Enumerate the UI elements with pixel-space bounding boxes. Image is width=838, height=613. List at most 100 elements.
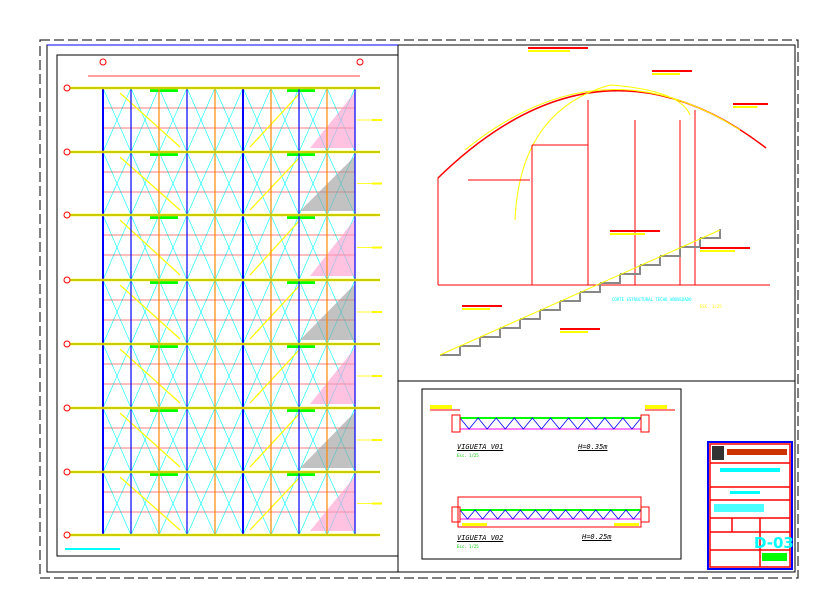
bracing bbox=[214, 279, 244, 345]
bracing bbox=[242, 343, 272, 409]
bracing bbox=[186, 279, 216, 345]
bracing bbox=[186, 151, 216, 216]
annotation-leader bbox=[700, 247, 750, 249]
outer-dashed-border bbox=[39, 39, 799, 579]
note-tag bbox=[372, 182, 382, 185]
vigueta-v02-height: H=0.25m bbox=[582, 533, 612, 541]
bracing bbox=[298, 214, 328, 281]
member-tag bbox=[287, 281, 315, 284]
bracing bbox=[130, 279, 160, 345]
roof-framing-plan bbox=[63, 58, 382, 550]
member-tag bbox=[287, 473, 315, 476]
grid-bubble bbox=[63, 148, 71, 156]
diagonal-member bbox=[119, 476, 181, 531]
member-tag bbox=[287, 409, 315, 412]
diagonal-member bbox=[119, 92, 181, 148]
stair-step bbox=[580, 283, 601, 293]
title-block bbox=[707, 441, 793, 570]
bracing bbox=[242, 214, 272, 281]
stair-slab bbox=[439, 229, 721, 356]
project-banner bbox=[727, 449, 787, 455]
diagonal-member bbox=[249, 219, 301, 276]
bracing bbox=[298, 343, 328, 409]
grid-bubble bbox=[99, 58, 107, 66]
bracing bbox=[214, 343, 244, 409]
bracing bbox=[298, 279, 328, 345]
grid-bubble bbox=[63, 531, 71, 539]
annotation-leader bbox=[652, 70, 692, 72]
wall-cap bbox=[430, 405, 452, 409]
bracing bbox=[186, 87, 216, 153]
member-tag bbox=[150, 473, 178, 476]
support bbox=[640, 506, 650, 523]
bracing bbox=[186, 343, 216, 409]
vault-arc-inner bbox=[464, 89, 741, 151]
bracing bbox=[298, 87, 328, 153]
date-field bbox=[762, 553, 787, 561]
bracing bbox=[158, 151, 188, 216]
note-tag bbox=[372, 246, 382, 249]
diagonal-member bbox=[119, 412, 181, 468]
vault-section bbox=[437, 47, 770, 356]
annotation-leader bbox=[462, 305, 502, 307]
bracing bbox=[242, 151, 272, 216]
bracing bbox=[158, 471, 188, 536]
member-tag bbox=[150, 153, 178, 156]
stair-step bbox=[500, 319, 521, 329]
bracing bbox=[242, 279, 272, 345]
bracing bbox=[186, 214, 216, 281]
vault-arc bbox=[437, 90, 767, 179]
member-tag bbox=[150, 281, 178, 284]
slab-outline bbox=[457, 496, 642, 528]
sheet-number: D-03 bbox=[754, 534, 794, 552]
vigueta-v01-label: VIGUETA V01 bbox=[457, 443, 504, 451]
annotation-leader bbox=[733, 103, 768, 105]
bracing bbox=[242, 471, 272, 536]
owner-info bbox=[714, 504, 764, 512]
hatched-area bbox=[310, 92, 355, 148]
title-block-inner bbox=[709, 443, 791, 568]
bracing bbox=[158, 407, 188, 473]
diagonal-member bbox=[119, 284, 181, 340]
stair-step bbox=[680, 238, 701, 248]
grid-bubble bbox=[63, 276, 71, 284]
annotation-text bbox=[462, 308, 490, 310]
diagonal-member bbox=[249, 476, 301, 531]
hatched-area bbox=[310, 219, 355, 276]
wall-cap bbox=[614, 523, 639, 526]
title-block-border bbox=[707, 441, 793, 570]
bracing bbox=[186, 471, 216, 536]
web-diagonals bbox=[459, 417, 642, 430]
annotation-text bbox=[528, 50, 570, 52]
vigueta-v02-scale: Esc. 1/25 bbox=[457, 544, 479, 549]
support bbox=[451, 506, 461, 523]
diagonal-member bbox=[119, 219, 181, 276]
annotation-text bbox=[560, 331, 588, 333]
annotation-text bbox=[610, 233, 645, 235]
annotation-leader bbox=[560, 328, 600, 330]
sheet-title bbox=[730, 491, 760, 494]
diagonal-member bbox=[119, 156, 181, 211]
annotation-leader bbox=[610, 230, 660, 232]
stair-step bbox=[460, 337, 481, 347]
bracing bbox=[130, 407, 160, 473]
annotation-text bbox=[652, 73, 680, 75]
bracing bbox=[158, 87, 188, 153]
logo bbox=[712, 446, 724, 460]
bracing bbox=[298, 407, 328, 473]
stair-step bbox=[620, 265, 641, 275]
bracing bbox=[214, 87, 244, 153]
hatched-area bbox=[310, 348, 355, 404]
plan-panel bbox=[56, 54, 399, 557]
bracing bbox=[214, 214, 244, 281]
diagonal-member bbox=[249, 284, 301, 340]
wall-cap bbox=[645, 405, 667, 409]
member-tag bbox=[150, 89, 178, 92]
bracing bbox=[158, 214, 188, 281]
bracing bbox=[214, 471, 244, 536]
member-tag bbox=[150, 216, 178, 219]
bracing bbox=[242, 407, 272, 473]
diagonal-member bbox=[249, 156, 301, 211]
annotation-leader bbox=[528, 47, 588, 49]
member-tag bbox=[287, 153, 315, 156]
